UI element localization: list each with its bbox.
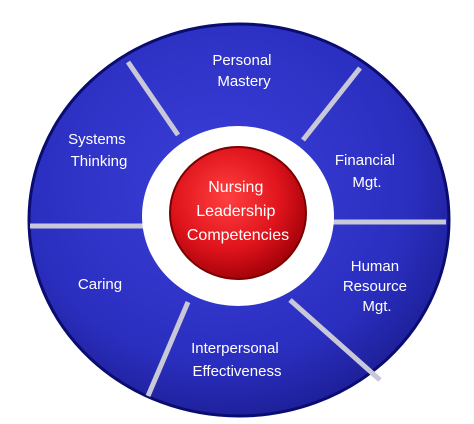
center-label-line: Competencies [187,227,289,244]
center-hub [169,146,307,280]
segment-interpersonal-effectiveness-label: Interpersonal Effectiveness [191,340,283,380]
segment-systems-thinking-label: Systems Thinking [68,131,130,170]
segment-divider [125,60,181,137]
center-label-line: Nursing [208,179,263,196]
segment-divider [301,66,362,142]
segment-caring-label: Caring [78,276,122,293]
segment-financial-mgt-label: Financial Mgt. [335,152,399,191]
segment-divider [288,298,382,382]
center-label-line: Leadership [196,203,275,220]
segment-personal-mastery-label: Personal Mastery [212,52,275,90]
center-label: Nursing Leadership Competencies [187,179,289,244]
segment-dividers [30,60,446,397]
segment-divider [145,301,191,397]
segment-human-resource-mgt-label: Human Resource Mgt. [343,258,411,315]
